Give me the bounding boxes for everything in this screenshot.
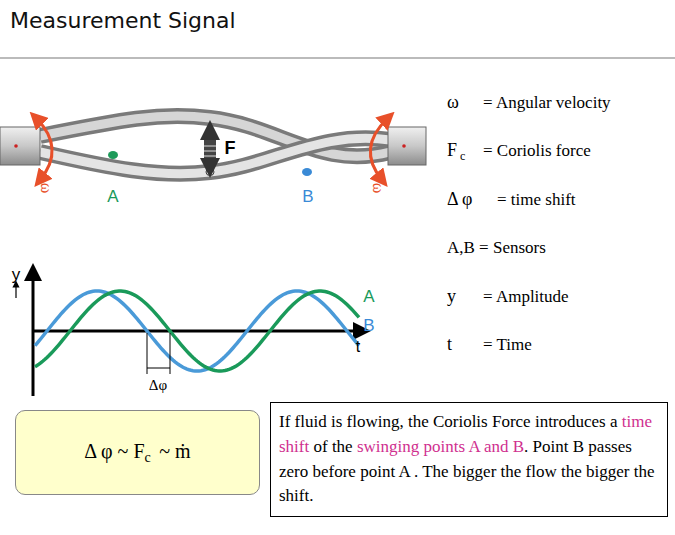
sensor-label: A [107,188,118,205]
formula-text: c [145,450,151,465]
formula-text: ~ ṁ [159,440,190,462]
omega-symbol: ω [370,183,386,194]
note-text: of the [313,437,352,456]
force-label: F [225,139,236,157]
symbol: y [447,287,456,305]
symbol: ω [447,93,459,111]
definition: = time shift [497,191,576,208]
formula-box: Δ φ ~ Fc ~ ṁ [15,410,260,495]
measuring-tubes [40,116,390,174]
subscript: c [460,150,465,162]
formula-text: Δ φ ~ F [84,440,144,462]
note-box: If fluid is flowing, the Coriolis Force … [270,402,668,517]
signal-label: B [363,317,374,334]
note-text: If fluid is flowing, the Coriolis Force … [279,412,618,431]
symbol: Δ φ [447,190,472,208]
signal-a [35,291,359,371]
definition: = Angular velocity [483,94,611,111]
signal-b [35,291,359,371]
symbol: F [447,141,457,159]
sensor-label: B [302,188,313,205]
coriolis-force-arrow [204,130,216,168]
symbol: t [447,335,452,353]
time-shift-bracket [147,333,170,374]
definition: = Amplitude [483,288,569,305]
definition: = Coriolis force [483,142,591,159]
title: Measurement Signal [10,8,236,33]
rotation-arrows [36,118,388,180]
signal-label: A [363,288,374,305]
definition: A,B = Sensors [447,239,546,256]
signal-chart-axes [16,272,362,396]
note-text: swinging points A and B [357,437,524,456]
omega-symbol: ω [38,183,54,194]
title-rule [0,57,675,59]
definition: = Time [483,336,532,353]
axis-label: t [356,339,360,355]
axis-label: y [12,266,21,283]
time-shift-label: Δφ [149,378,167,393]
sine-waves [35,291,359,371]
flanges [0,127,426,165]
